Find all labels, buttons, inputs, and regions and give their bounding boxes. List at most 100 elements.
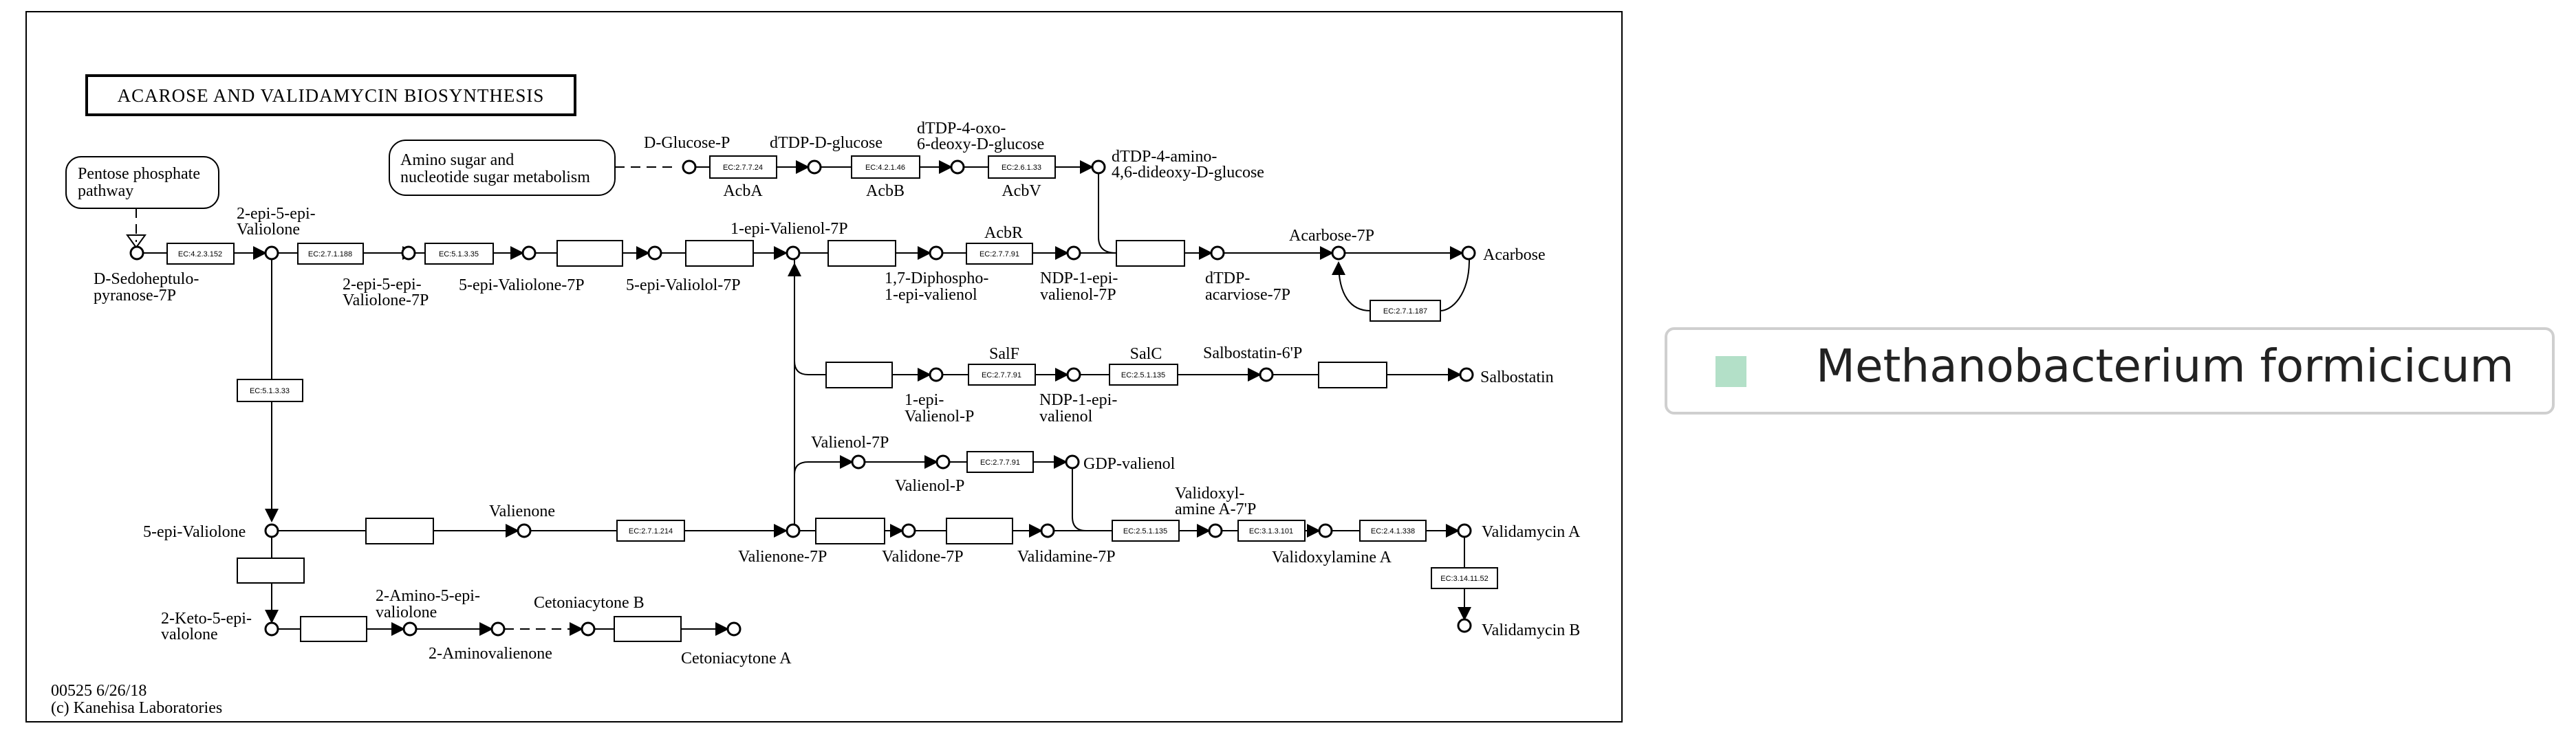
map-link-pentose-phosphate[interactable]: Pentose phosphate pathway [65, 156, 219, 209]
ec-number: EC:2.4.1.338 [1371, 527, 1415, 536]
enzyme-box[interactable] [685, 240, 754, 267]
enzyme-box[interactable]: EC:5.1.3.35 [424, 243, 494, 265]
enzyme-box[interactable] [237, 558, 305, 584]
compound-node[interactable] [1210, 245, 1225, 261]
enzyme-box[interactable]: EC:2.6.1.33 [988, 155, 1056, 179]
enzyme-box[interactable] [300, 616, 367, 642]
compound-node[interactable] [1461, 245, 1476, 261]
enzyme-box[interactable]: EC:2.4.1.338 [1359, 520, 1427, 542]
compound-label: 2-epi-5-epi- [237, 205, 316, 223]
map-link-amino-sugar[interactable]: Amino sugar and nucleotide sugar metabol… [389, 140, 616, 196]
compound-node[interactable] [1091, 159, 1106, 175]
compound-node[interactable] [726, 621, 742, 637]
highlight-fill [709, 155, 777, 179]
compound-label: 2-Aminovalienone [429, 645, 552, 663]
compound-node[interactable] [647, 245, 662, 261]
enzyme-box[interactable] [614, 616, 682, 642]
compound-node[interactable] [264, 245, 279, 261]
compound-label: Validone-7P [882, 548, 964, 566]
ec-number: EC:2.7.7.91 [982, 371, 1021, 379]
enzyme-box[interactable]: EC:2.5.1.135 [1109, 364, 1178, 386]
enzyme-box[interactable]: EC:2.7.1.187 [1370, 300, 1441, 322]
ec-number: EC:2.7.7.24 [723, 164, 763, 172]
enzyme-box[interactable]: EC:3.1.3.101 [1237, 520, 1306, 542]
enzyme-boxes: EC:4.2.3.152 EC:2.7.1.188 EC:5.1.3.35 EC… [166, 155, 1498, 642]
edge [1440, 259, 1470, 311]
compound-node[interactable] [1066, 367, 1081, 382]
gene-label: AcbB [866, 182, 905, 200]
compound-label: Salbostatin-6'P [1203, 344, 1302, 362]
compound-node[interactable] [950, 159, 965, 175]
compound-label: valiolone [376, 604, 437, 621]
compound-node[interactable] [786, 245, 801, 261]
compound-label: 1-epi-valienol [885, 286, 977, 304]
compound-node[interactable] [1066, 245, 1081, 261]
enzyme-box[interactable]: EC:2.7.1.214 [616, 520, 685, 542]
compound-label: D-Sedoheptulo- [94, 270, 199, 288]
compound-node[interactable] [851, 454, 866, 470]
enzyme-box[interactable] [827, 240, 896, 267]
compound-label: Acarbose [1483, 246, 1546, 264]
enzyme-box[interactable] [1318, 362, 1387, 388]
compound-node[interactable] [402, 621, 418, 637]
compound-label: 5-epi-Valiolone [143, 523, 246, 541]
enzyme-box[interactable]: EC:2.7.7.91 [966, 451, 1034, 473]
enzyme-box[interactable]: EC:2.7.1.188 [297, 243, 364, 265]
compound-label: 5-epi-Valiolol-7P [626, 276, 741, 294]
compound-label: Valiolone-7P [343, 291, 429, 309]
compound-label: NDP-1-epi- [1040, 269, 1118, 287]
legend: Methanobacterium formicicum [1665, 327, 2555, 415]
compound-node[interactable] [901, 523, 916, 538]
gene-label: SalF [989, 345, 1019, 363]
enzyme-box-highlighted[interactable]: EC:2.7.7.24 [709, 155, 777, 179]
compound-node[interactable] [490, 621, 506, 637]
compound-node[interactable] [1318, 523, 1333, 538]
compound-labels: D-Sedoheptulo- pyranose-7P 2-epi-5-epi- … [94, 120, 1581, 668]
legend-label: Methanobacterium formicicum [1816, 340, 2514, 393]
compound-node[interactable] [1457, 618, 1472, 633]
enzyme-box[interactable] [815, 518, 885, 544]
enzyme-box[interactable] [365, 518, 434, 544]
compound-node[interactable] [264, 621, 279, 637]
enzyme-box[interactable] [825, 362, 893, 388]
compound-label: Valienone [489, 503, 555, 520]
compound-label: D-Glucose-P [644, 134, 730, 152]
enzyme-box[interactable] [1116, 240, 1185, 267]
compound-label: dTDP- [1205, 269, 1250, 287]
compound-node[interactable] [786, 523, 801, 538]
ec-number: EC:2.5.1.135 [1121, 371, 1165, 379]
enzyme-box[interactable]: EC:2.5.1.135 [1112, 520, 1180, 542]
compound-node[interactable] [929, 367, 944, 382]
compound-node[interactable] [129, 245, 144, 261]
compound-label: pyranose-7P [94, 287, 176, 305]
enzyme-box[interactable] [946, 518, 1013, 544]
compound-node[interactable] [1457, 523, 1472, 538]
enzyme-box[interactable]: EC:2.7.7.91 [968, 364, 1036, 386]
compound-node[interactable] [1459, 367, 1474, 382]
compound-node[interactable] [1259, 367, 1274, 382]
enzyme-box[interactable]: EC:5.1.3.33 [237, 379, 303, 402]
compound-node[interactable] [682, 159, 697, 175]
ec-number: EC:2.7.1.187 [1383, 307, 1427, 316]
compound-node[interactable] [1331, 245, 1346, 261]
compound-node[interactable] [935, 454, 951, 470]
enzyme-box[interactable]: EC:2.7.7.91 [966, 243, 1033, 265]
compound-node[interactable] [517, 523, 532, 538]
compound-node[interactable] [929, 245, 944, 261]
compound-node[interactable] [1040, 523, 1055, 538]
enzyme-box-highlighted[interactable]: EC:4.2.1.46 [851, 155, 920, 179]
compound-label: Salbostatin [1480, 368, 1554, 386]
compound-label: acarviose-7P [1205, 286, 1290, 304]
compound-node[interactable] [521, 245, 537, 261]
compound-node[interactable] [1208, 523, 1223, 538]
enzyme-box[interactable] [556, 240, 623, 267]
compound-node[interactable] [581, 621, 596, 637]
compound-node[interactable] [807, 159, 822, 175]
compound-node[interactable] [264, 523, 279, 538]
legend-swatch [1715, 356, 1746, 387]
copyright: (c) Kanehisa Laboratories [51, 699, 222, 717]
enzyme-box[interactable]: EC:4.2.3.152 [166, 243, 235, 265]
compound-node[interactable] [1065, 454, 1080, 470]
enzyme-box[interactable]: EC:3.14.11.52 [1431, 567, 1498, 589]
compound-node[interactable] [401, 245, 416, 261]
